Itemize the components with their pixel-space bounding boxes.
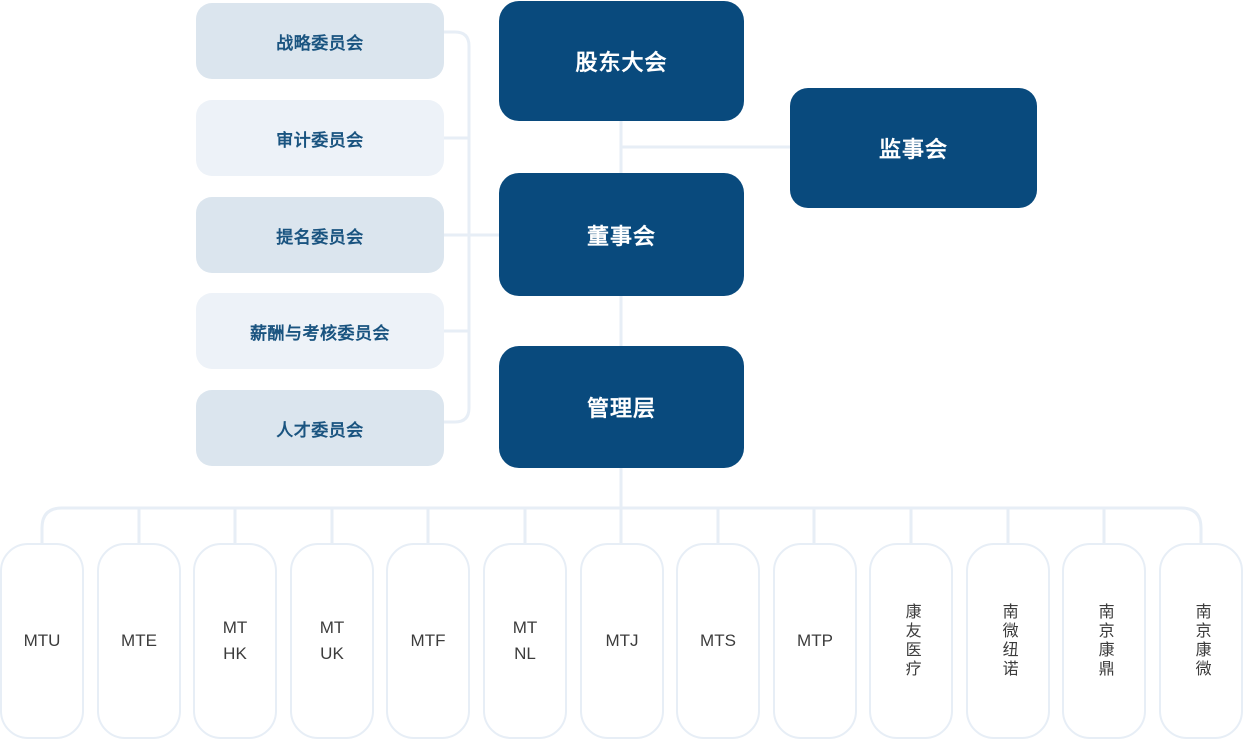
committee-strategy-box: 战略委员会 <box>196 3 444 79</box>
committee-talent-box: 人才委员会 <box>196 390 444 466</box>
shareholders-meeting-label: 股东大会 <box>575 50 668 75</box>
subsidiary-kangyou-medical-label: 康友医疗 <box>902 603 920 679</box>
committee-nomination-box: 提名委员会 <box>196 197 444 273</box>
subsidiary-mt-uk-label: MT UK <box>319 617 345 663</box>
subsidiary-mts-label: MTS <box>700 630 736 650</box>
subsidiary-mtu-box: MTU <box>0 543 84 739</box>
subsidiaries-bus-line <box>40 506 1203 543</box>
subsidiary-nanjing-kangding-label: 南京康鼎 <box>1095 603 1113 679</box>
subsidiary-mt-uk-box: MT UK <box>290 543 374 739</box>
subsidiary-kangyou-medical-box: 康友医疗 <box>869 543 953 739</box>
subsidiary-nanwei-niunuo-box: 南微纽诺 <box>966 543 1050 739</box>
subsidiary-nanwei-niunuo-label: 南微纽诺 <box>999 603 1017 679</box>
subsidiary-nanjing-kangwei-box: 南京康微 <box>1159 543 1243 739</box>
subsidiary-mtj-box: MTJ <box>580 543 664 739</box>
board-of-directors-label: 董事会 <box>586 223 656 249</box>
committee-nomination-label: 提名委员会 <box>276 227 364 247</box>
subsidiary-mte-label: MTE <box>121 630 157 650</box>
supervisory-board-box: 监事会 <box>790 88 1037 208</box>
committee-audit-label: 审计委员会 <box>276 130 364 150</box>
subsidiary-nanjing-kangding-box: 南京康鼎 <box>1062 543 1146 739</box>
supervisory-board-label: 监事会 <box>878 137 948 162</box>
subsidiary-mt-hk-box: MT HK <box>193 543 277 739</box>
committee-remuneration-box: 薪酬与考核委员会 <box>196 293 444 369</box>
subsidiary-mtp-label: MTP <box>797 630 833 650</box>
subsidiary-mt-nl-label: MT NL <box>512 617 538 663</box>
subsidiary-nanjing-kangwei-label: 南京康微 <box>1192 603 1210 679</box>
subsidiary-mtu-label: MTU <box>23 630 61 650</box>
subsidiary-mtj-label: MTJ <box>605 630 639 650</box>
committee-trunk-line <box>444 30 471 424</box>
subsidiary-mte-box: MTE <box>97 543 181 739</box>
committee-audit-box: 审计委员会 <box>196 100 444 176</box>
committee-talent-label: 人才委员会 <box>276 420 364 440</box>
subsidiary-mtf-label: MTF <box>410 630 446 650</box>
committee-remuneration-label: 薪酬与考核委员会 <box>250 323 390 343</box>
management-box: 管理层 <box>499 346 744 468</box>
board-of-directors-box: 董事会 <box>499 173 744 296</box>
subsidiary-mtp-box: MTP <box>773 543 857 739</box>
subsidiary-mt-hk-label: MT HK <box>222 617 248 663</box>
management-label: 管理层 <box>586 396 656 421</box>
committee-strategy-label: 战略委员会 <box>276 33 364 53</box>
subsidiary-mt-nl-box: MT NL <box>483 543 567 739</box>
subsidiary-mtf-box: MTF <box>386 543 470 739</box>
subsidiary-mts-box: MTS <box>676 543 760 739</box>
shareholders-meeting-box: 股东大会 <box>499 1 744 121</box>
